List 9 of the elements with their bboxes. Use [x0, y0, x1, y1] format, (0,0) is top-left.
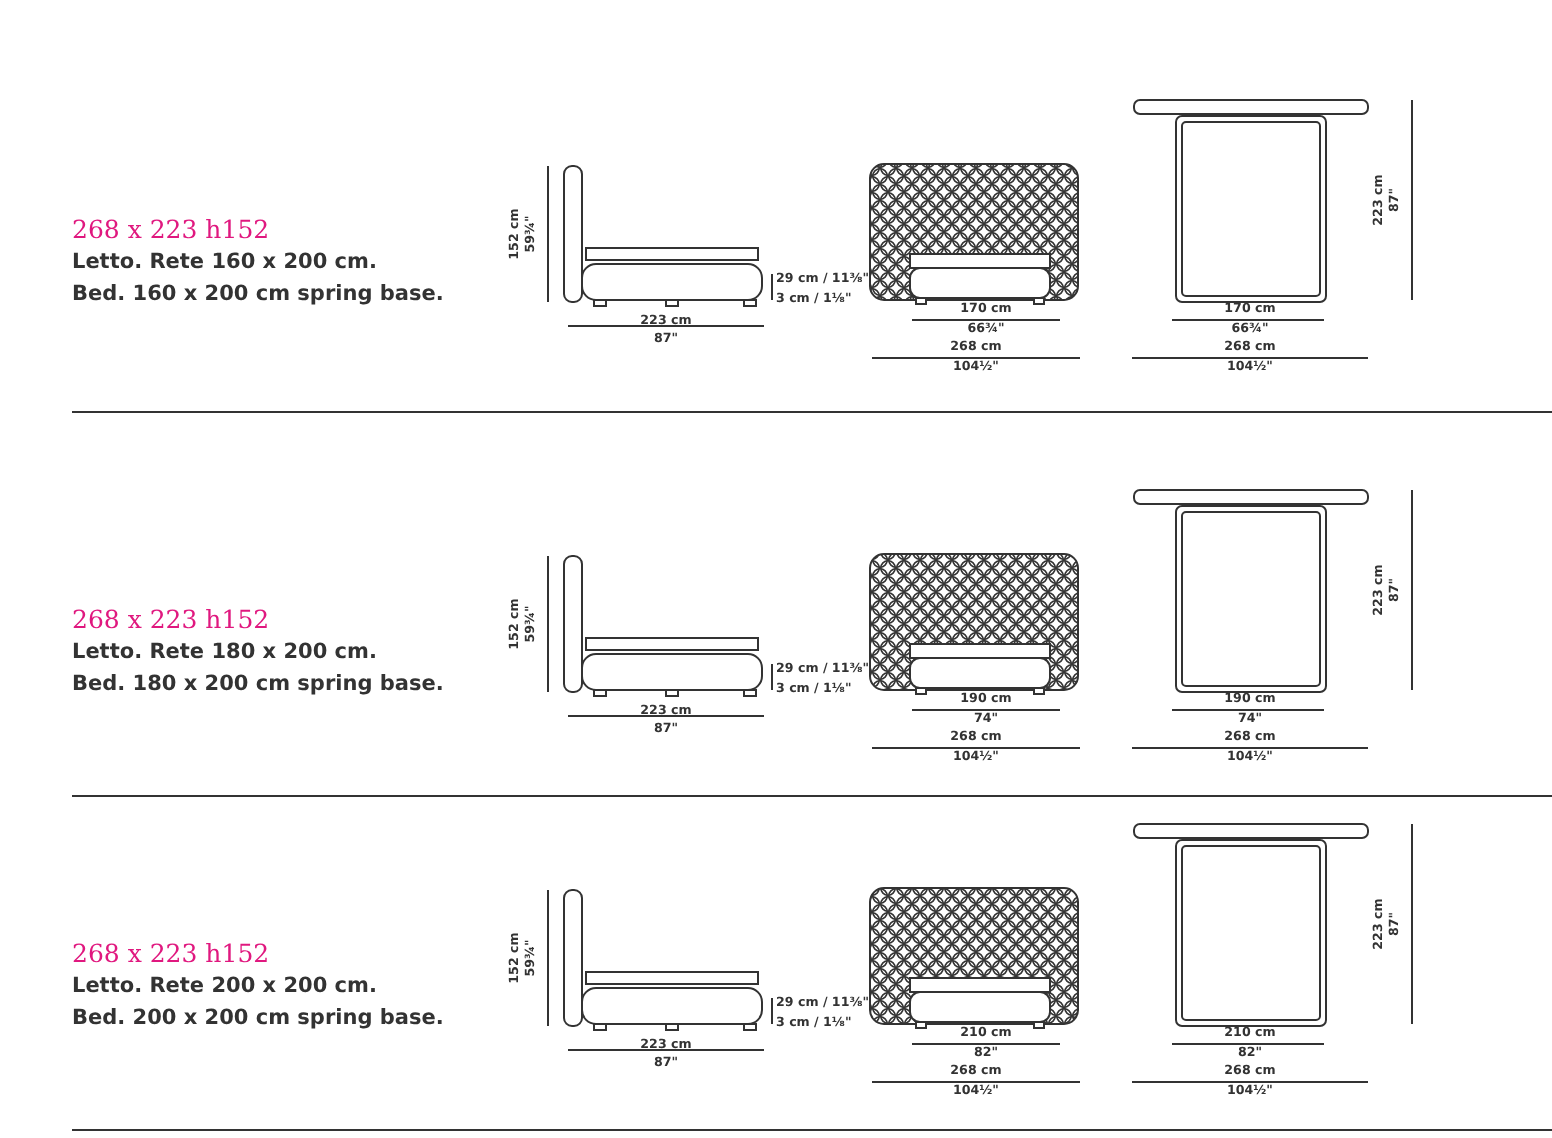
description-text: Letto. Rete 180 x 200 cm.	[72, 640, 377, 666]
product-dimensions: 268 x 223 h152	[72, 604, 270, 634]
description-text: Letto. Rete 200 x 200 cm.	[72, 974, 377, 1000]
description-text: Letto. Rete 160 x 200 cm.	[72, 250, 377, 276]
description-text: Bed. 160 x 200 cm spring base.	[72, 282, 444, 308]
product-dimensions: 268 x 223 h152	[72, 214, 270, 244]
description-text: Bed. 180 x 200 cm spring base.	[72, 672, 444, 698]
description-text: Bed. 200 x 200 cm spring base.	[72, 1006, 444, 1032]
product-dimensions: 268 x 223 h152	[72, 938, 270, 968]
